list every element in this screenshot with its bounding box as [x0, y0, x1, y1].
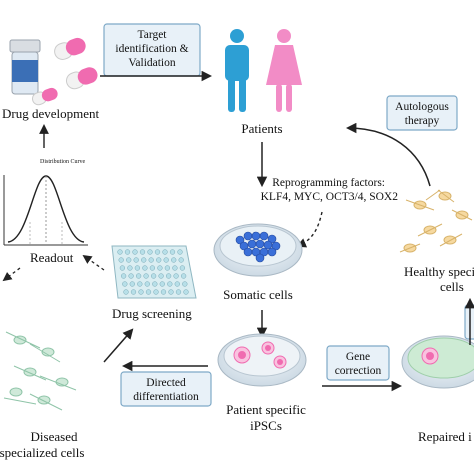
- female-figure-icon: [266, 29, 302, 112]
- well: [178, 257, 184, 263]
- arrow-reprogramming: [296, 211, 323, 248]
- well: [135, 273, 142, 279]
- gene-line-1: Gene: [346, 351, 370, 363]
- healthy-label-2: cells: [440, 279, 464, 294]
- capsule-icon: [31, 37, 98, 106]
- readout-label: Readout: [30, 250, 74, 265]
- well: [138, 289, 144, 295]
- arrow-screening-to-readout: [82, 254, 105, 271]
- well: [154, 249, 161, 255]
- well: [129, 281, 135, 287]
- drug-development-label: Drug development: [2, 106, 100, 121]
- well: [126, 257, 132, 263]
- well: [165, 273, 172, 279]
- well: [130, 289, 137, 295]
- well: [144, 281, 150, 287]
- well: [124, 249, 131, 255]
- well: [139, 249, 146, 255]
- pill-bottle-icon: [9, 39, 41, 95]
- well: [164, 265, 171, 271]
- autologous-therapy-box: [386, 95, 458, 131]
- healthy-label-1: Healthy speci: [404, 264, 474, 279]
- well: [122, 281, 128, 287]
- well: [174, 281, 180, 287]
- diseased-label-1: Diseased: [31, 429, 78, 444]
- well: [182, 281, 188, 287]
- well: [123, 289, 129, 295]
- arrow-readout-dashed-left: [2, 267, 21, 282]
- well: [175, 289, 182, 295]
- patient-specific-label: Patient specific: [226, 402, 306, 417]
- well: [171, 257, 177, 263]
- ipscs-label: iPSCs: [250, 418, 282, 433]
- neuron-cluster-icon: [399, 189, 473, 253]
- well: [167, 281, 173, 287]
- well: [162, 249, 168, 255]
- well: [134, 265, 141, 271]
- well: [159, 281, 165, 287]
- well: [152, 281, 158, 287]
- well: [169, 249, 176, 255]
- well: [158, 273, 164, 279]
- well: [173, 273, 179, 279]
- drug-screening-label: Drug screening: [112, 306, 192, 321]
- well: [179, 265, 186, 271]
- well: [177, 249, 183, 255]
- diseased-label-2: specialized cells: [0, 445, 84, 460]
- directed-line-2: differentiation: [133, 391, 199, 403]
- autologous-line-2: therapy: [405, 115, 440, 127]
- well: [172, 265, 178, 271]
- well: [148, 257, 154, 263]
- patients-label: Patients: [241, 121, 282, 136]
- well-plate-icon: [111, 245, 197, 299]
- well: [160, 289, 167, 295]
- well: [133, 257, 139, 263]
- well: [168, 289, 174, 295]
- directed-line-1: Directed: [146, 377, 186, 389]
- well: [180, 273, 187, 279]
- well: [142, 265, 148, 271]
- well: [157, 265, 163, 271]
- well: [120, 273, 127, 279]
- target-line-1: Target: [138, 29, 168, 41]
- target-line-3: Validation: [128, 57, 176, 69]
- bell-curve-icon: Distribution Curve: [3, 159, 88, 246]
- well: [143, 273, 149, 279]
- diseased-neuron-icon: [3, 331, 77, 411]
- gene-line-2: correction: [335, 365, 382, 377]
- reprogramming-label: Reprogramming factors:: [272, 177, 385, 189]
- well: [147, 249, 153, 255]
- well: [132, 249, 138, 255]
- well: [119, 265, 126, 271]
- distribution-curve-label: Distribution Curve: [40, 159, 86, 165]
- somatic-cells-label: Somatic cells: [223, 287, 293, 302]
- well: [128, 273, 134, 279]
- petri-dish-icon: [213, 223, 303, 277]
- well: [156, 257, 162, 263]
- well: [150, 273, 157, 279]
- autologous-line-1: Autologous: [395, 101, 449, 113]
- arrow-healthy-to-patients: [345, 122, 431, 187]
- well: [145, 289, 152, 295]
- repaired-dish-icon: [401, 335, 474, 389]
- arrow-diseased-to-screening: [103, 328, 134, 363]
- well: [183, 289, 189, 295]
- ipsc-dish-icon: [217, 333, 307, 387]
- well: [127, 265, 133, 271]
- male-figure-icon: [225, 29, 249, 112]
- well: [153, 289, 159, 295]
- well: [149, 265, 156, 271]
- well: [118, 257, 124, 263]
- repaired-label: Repaired i: [418, 429, 472, 444]
- well: [141, 257, 147, 263]
- well: [117, 249, 123, 255]
- reprogramming-factors: KLF4, MYC, OCT3/4, SOX2: [261, 191, 399, 203]
- directed-differentiation-box: [120, 371, 212, 407]
- well: [163, 257, 169, 263]
- well: [137, 281, 143, 287]
- target-line-2: identification &: [115, 43, 188, 55]
- gene-correction-box: [326, 345, 390, 381]
